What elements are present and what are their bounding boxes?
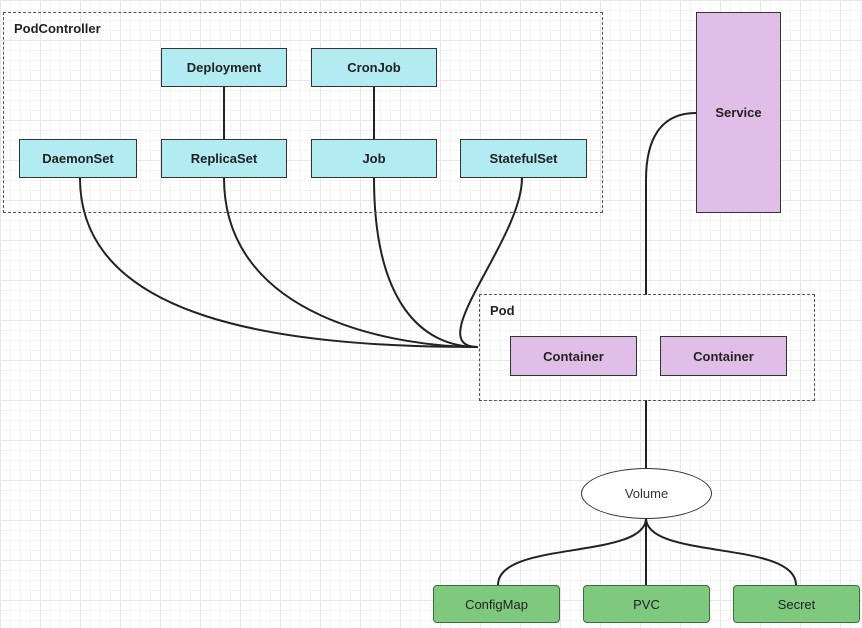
pvc-node[interactable]: PVC	[583, 585, 710, 623]
podcontroller-label: PodController	[14, 21, 101, 36]
container-node-1[interactable]: Container	[510, 336, 637, 376]
cronjob-node[interactable]: CronJob	[311, 48, 437, 87]
secret-node[interactable]: Secret	[733, 585, 860, 623]
volume-node[interactable]: Volume	[581, 468, 712, 519]
edge-daemonset-pod	[79, 177, 479, 348]
service-node[interactable]: Service	[696, 12, 781, 213]
edge-replicaset-pod	[223, 177, 479, 348]
container-node-2[interactable]: Container	[660, 336, 787, 376]
statefulset-node[interactable]: StatefulSet	[460, 139, 587, 178]
configmap-node[interactable]: ConfigMap	[433, 585, 560, 623]
job-node[interactable]: Job	[311, 139, 437, 178]
edge-statefulset-pod	[459, 177, 523, 348]
edge-job-pod	[373, 177, 479, 348]
podcontroller-group: PodController	[3, 12, 603, 213]
edge-volume-configmap	[497, 517, 647, 586]
edge-service-pod	[645, 112, 697, 295]
pod-group: Pod	[479, 294, 815, 401]
edge-volume-secret	[645, 517, 797, 586]
deployment-node[interactable]: Deployment	[161, 48, 287, 87]
replicaset-node[interactable]: ReplicaSet	[161, 139, 287, 178]
pod-label: Pod	[490, 303, 515, 318]
daemonset-node[interactable]: DaemonSet	[19, 139, 137, 178]
